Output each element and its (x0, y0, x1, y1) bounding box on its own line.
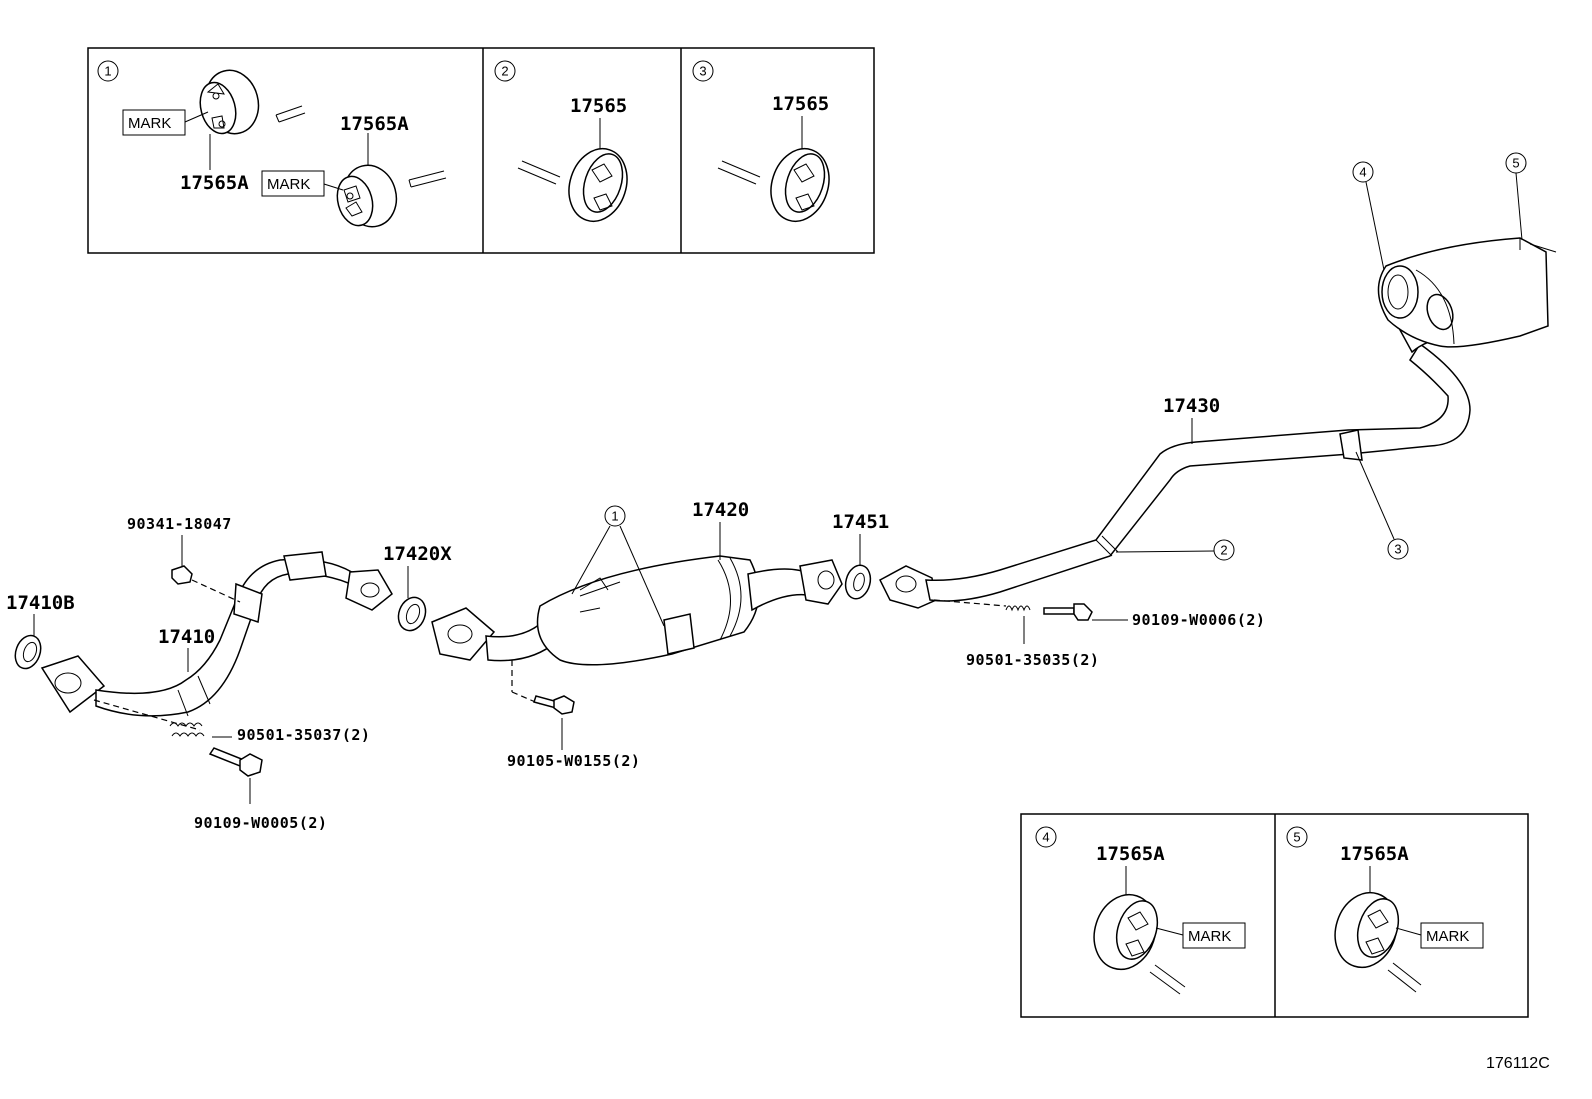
label-17565-box2: 17565 (570, 95, 627, 117)
callout-4: 4 (1359, 165, 1366, 180)
callout-2: 2 (1220, 543, 1227, 558)
detail-box-3: 3 17565 (692, 60, 830, 222)
label-90109-W0006: 90109-W0006(2) (1132, 611, 1265, 629)
callout-group-2-3: 2 3 (1115, 451, 1409, 561)
hanger-17565A-lower (336, 164, 398, 228)
front-bolts: 90501-35037(2) 90109-W0005(2) (93, 699, 370, 832)
mark-label-box1-a: MARK (128, 115, 171, 132)
label-17410B: 17410B (6, 592, 75, 614)
label-17565A-box1-a: 17565A (180, 172, 249, 194)
label-17410: 17410 (158, 626, 215, 648)
hanger-17565A-upper (199, 69, 260, 135)
detail-box-4-number: 4 (1042, 830, 1049, 845)
detail-box-3-number: 3 (699, 64, 706, 79)
hanger-17565A-box4 (1093, 893, 1159, 971)
callout-1: 1 (611, 509, 618, 524)
label-17565A-box4: 17565A (1096, 843, 1165, 865)
tail-pipe-17430: 17430 (879, 315, 1471, 609)
rear-bolts: 90109-W0006(2) 90501-35035(2) (933, 599, 1265, 669)
mark-label-box5: MARK (1426, 928, 1469, 945)
label-90105-W0155: 90105-W0155(2) (507, 752, 640, 770)
detail-panel-bottom (1020, 813, 1529, 1018)
detail-box-5: 5 17565A MARK (1286, 826, 1484, 993)
label-90109-W0005: 90109-W0005(2) (194, 814, 327, 832)
detail-box-1-number: 1 (104, 64, 111, 79)
detail-panel-top (87, 47, 875, 254)
label-90341-18047: 90341-18047 (127, 515, 232, 533)
hanger-17565-box2 (568, 148, 628, 222)
label-17565A-box1-b: 17565A (340, 113, 409, 135)
callout-3: 3 (1394, 542, 1401, 557)
detail-box-2-number: 2 (501, 64, 508, 79)
hanger-17565A-box5 (1334, 891, 1400, 969)
detail-box-1: 1 MARK 17565A MARK 17565A (97, 60, 447, 228)
label-90501-35037: 90501-35037(2) (237, 726, 370, 744)
label-90501-35035: 90501-35035(2) (966, 651, 1099, 669)
mark-label-box1-b: MARK (267, 176, 310, 193)
converter-17420: 17420 1 (431, 499, 843, 666)
gasket-17420X: 17420X (383, 543, 452, 632)
muffler: 4 5 (1352, 152, 1557, 348)
label-17420: 17420 (692, 499, 749, 521)
label-17430: 17430 (1163, 395, 1220, 417)
label-17451: 17451 (832, 511, 889, 533)
nut-90341-18047: 90341-18047 (127, 515, 241, 603)
gasket-17451: 17451 (832, 511, 889, 600)
label-17565A-box5: 17565A (1340, 843, 1409, 865)
gasket-17410B: 17410B (6, 592, 75, 670)
detail-box-4: 4 17565A MARK (1035, 826, 1246, 995)
label-17565-box3: 17565 (772, 93, 829, 115)
detail-box-2: 2 17565 (494, 60, 628, 222)
converter-bolt: 90105-W0155(2) (507, 660, 640, 770)
diagram-code: 176112C (1486, 1055, 1550, 1072)
front-pipe-17410: 17410 (40, 551, 393, 717)
callout-5: 5 (1512, 156, 1519, 171)
mark-label-box4: MARK (1188, 928, 1231, 945)
label-17420X: 17420X (383, 543, 452, 565)
hanger-17565-box3 (770, 148, 830, 222)
detail-box-5-number: 5 (1293, 830, 1300, 845)
